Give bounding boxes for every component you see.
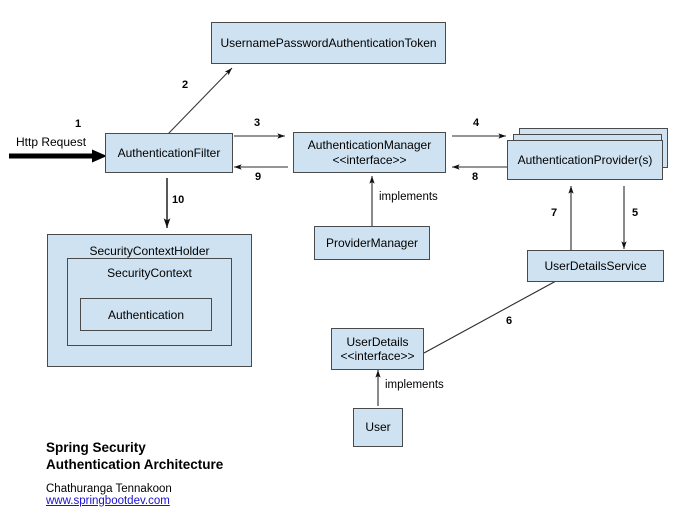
node-label: UsernamePasswordAuthenticationToken — [220, 35, 437, 50]
node-user-details[interactable]: UserDetails <<interface>> — [331, 328, 424, 370]
title-line-2: Authentication Architecture — [46, 456, 224, 472]
edge-label-2: 2 — [182, 79, 189, 91]
node-label: AuthenticationFilter — [117, 145, 221, 160]
edge-label-4: 4 — [473, 117, 480, 129]
node-label: ProviderManager — [325, 235, 419, 250]
title-line-1: Spring Security — [46, 440, 146, 455]
edge-label-1: 1 — [75, 118, 82, 130]
node-authentication-provider[interactable]: AuthenticationProvider(s) — [507, 140, 663, 180]
node-label: UserDetails — [346, 334, 409, 349]
node-authentication-manager[interactable]: AuthenticationManager <<interface>> — [293, 132, 446, 173]
node-label: AuthenticationProvider(s) — [517, 152, 653, 167]
title-block: Spring Security Authentication Architect… — [46, 440, 223, 507]
node-user[interactable]: User — [353, 408, 403, 447]
security-context-label: SecurityContext — [107, 266, 192, 280]
node-stereotype: <<interface>> — [332, 152, 407, 167]
edge-label-7: 7 — [551, 207, 558, 219]
authentication-label: Authentication — [107, 307, 185, 322]
security-context-holder-label: SecurityContextHolder — [89, 244, 210, 258]
node-authentication-filter[interactable]: AuthenticationFilter — [105, 133, 233, 173]
node-label: AuthenticationManager — [307, 138, 432, 153]
edge-label-5: 5 — [632, 207, 639, 219]
edge-label-6: 6 — [506, 315, 513, 327]
node-authentication[interactable]: Authentication — [80, 298, 212, 331]
node-provider-manager[interactable]: ProviderManager — [314, 226, 430, 260]
edge-label-3: 3 — [254, 117, 261, 129]
node-username-password-authentication-token[interactable]: UsernamePasswordAuthenticationToken — [211, 22, 446, 64]
edge-label-8: 8 — [472, 171, 479, 183]
edge-label-10: 10 — [172, 194, 185, 206]
node-label: UserDetailsService — [544, 258, 647, 273]
author-name: Chathuranga Tennakoon — [46, 482, 172, 495]
connector-6 — [423, 280, 557, 354]
implements-label-user: implements — [385, 379, 444, 391]
node-user-details-service[interactable]: UserDetailsService — [527, 250, 664, 282]
node-label: User — [365, 420, 391, 435]
edge-label-9: 9 — [255, 171, 262, 183]
implements-label-manager: implements — [379, 191, 438, 203]
connector-2 — [167, 67, 233, 135]
http-request-label: Http Request — [16, 135, 87, 149]
website-link[interactable]: www.springbootdev.com — [46, 494, 170, 507]
connector-http-request — [9, 149, 107, 163]
node-stereotype: <<interface>> — [340, 349, 415, 363]
